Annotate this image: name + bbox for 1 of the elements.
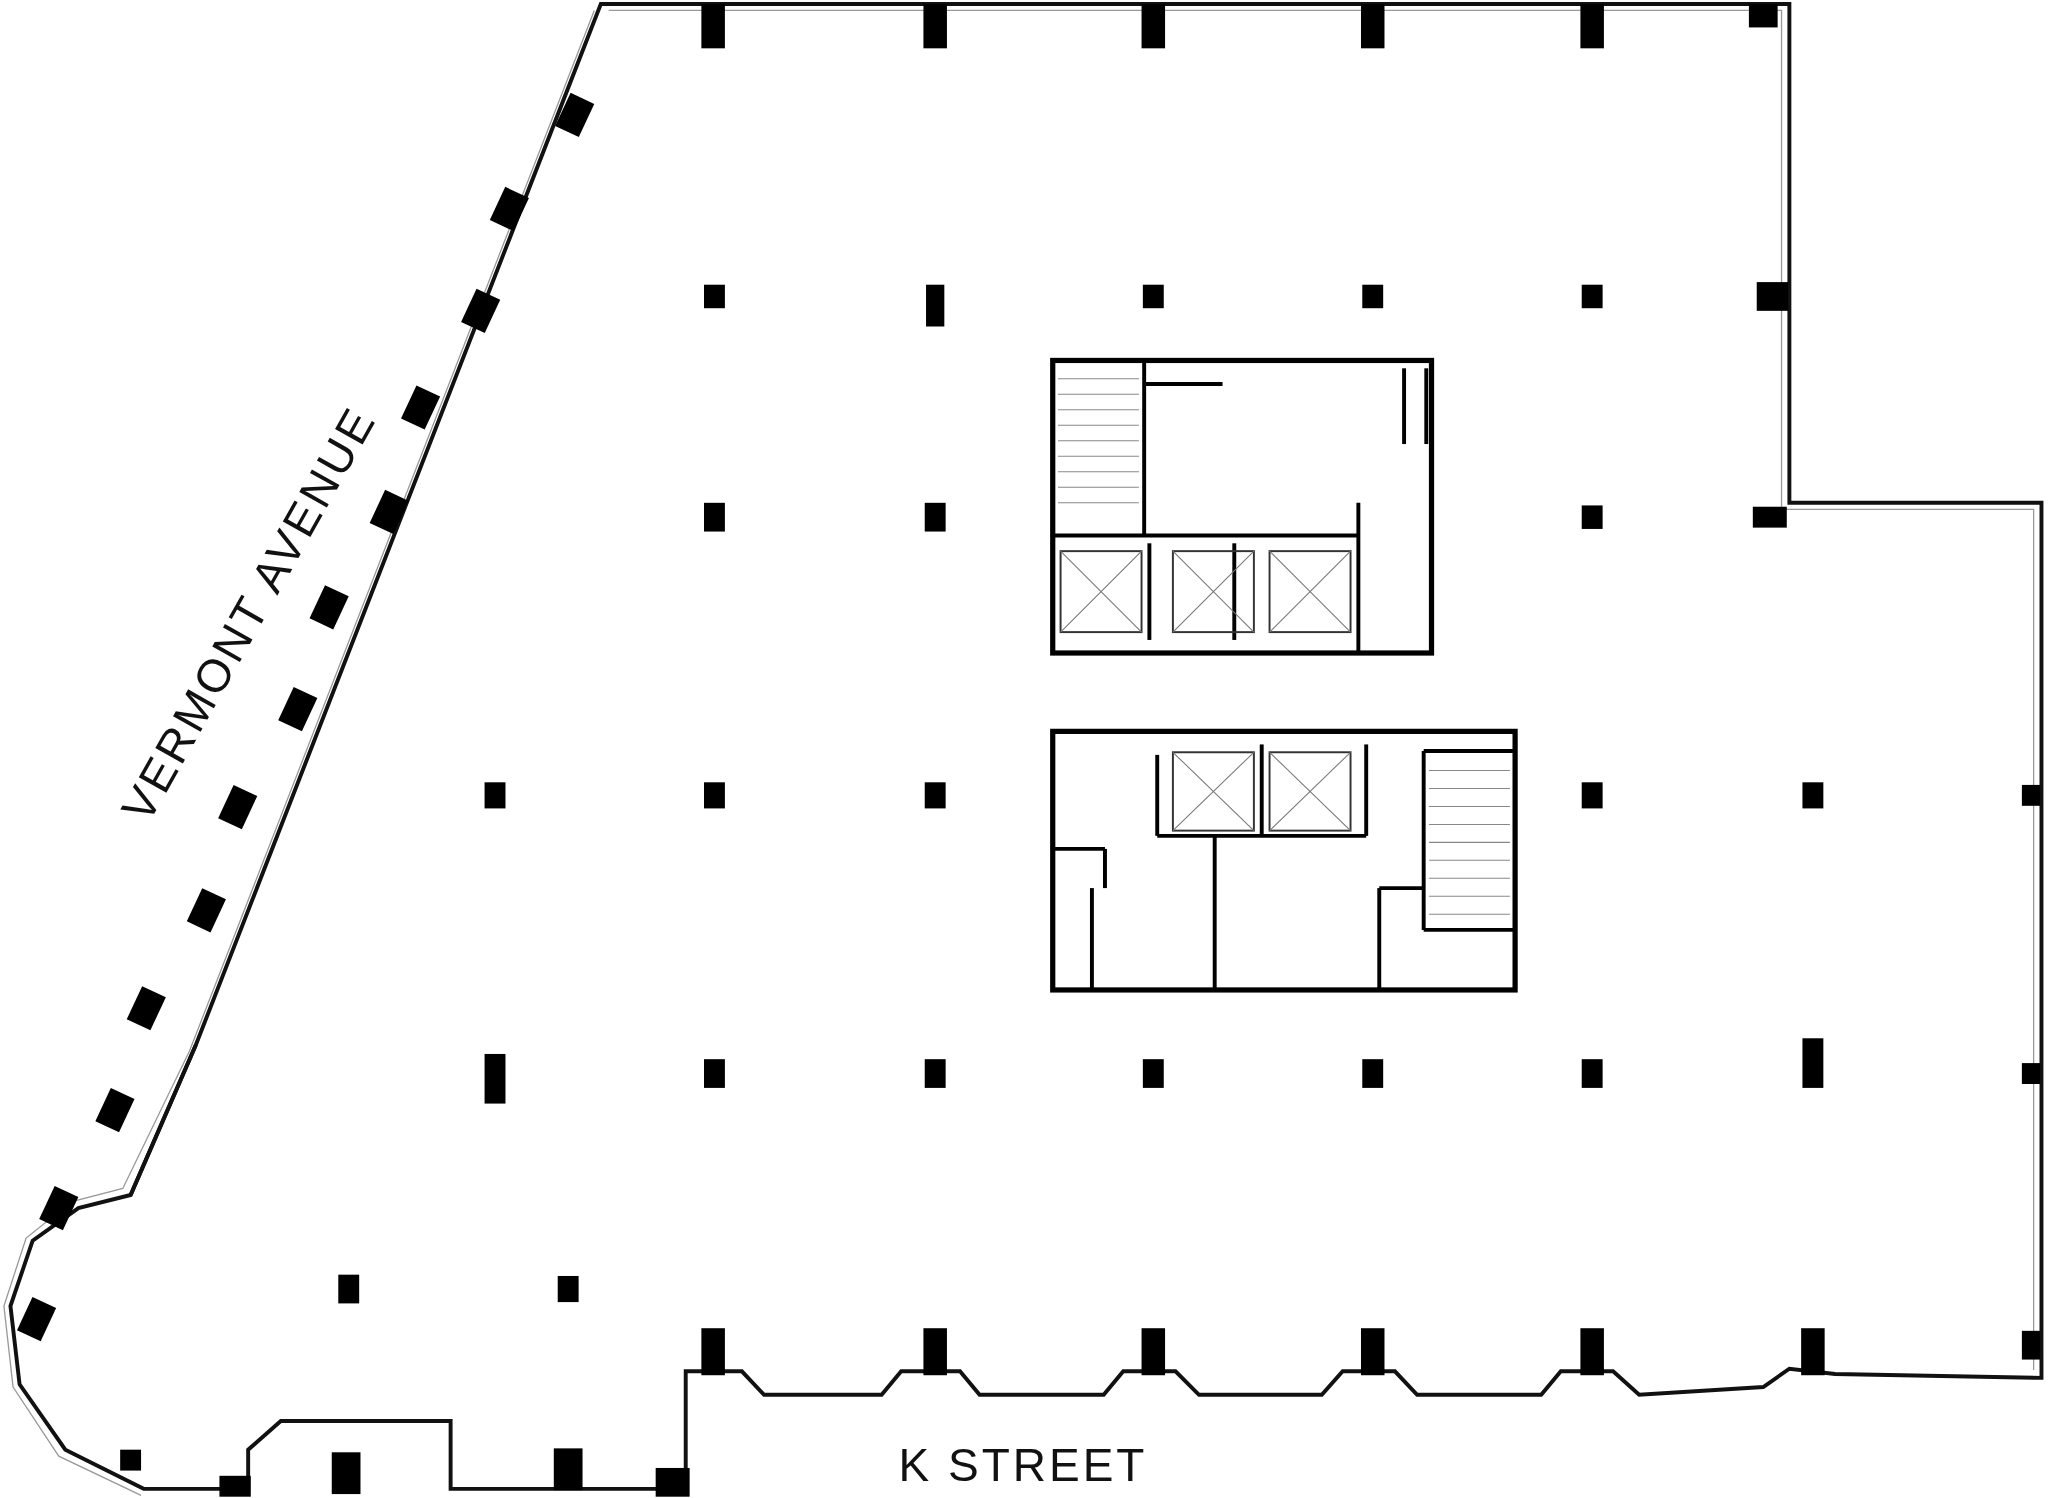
street-name: K STREET xyxy=(898,1438,1148,1492)
